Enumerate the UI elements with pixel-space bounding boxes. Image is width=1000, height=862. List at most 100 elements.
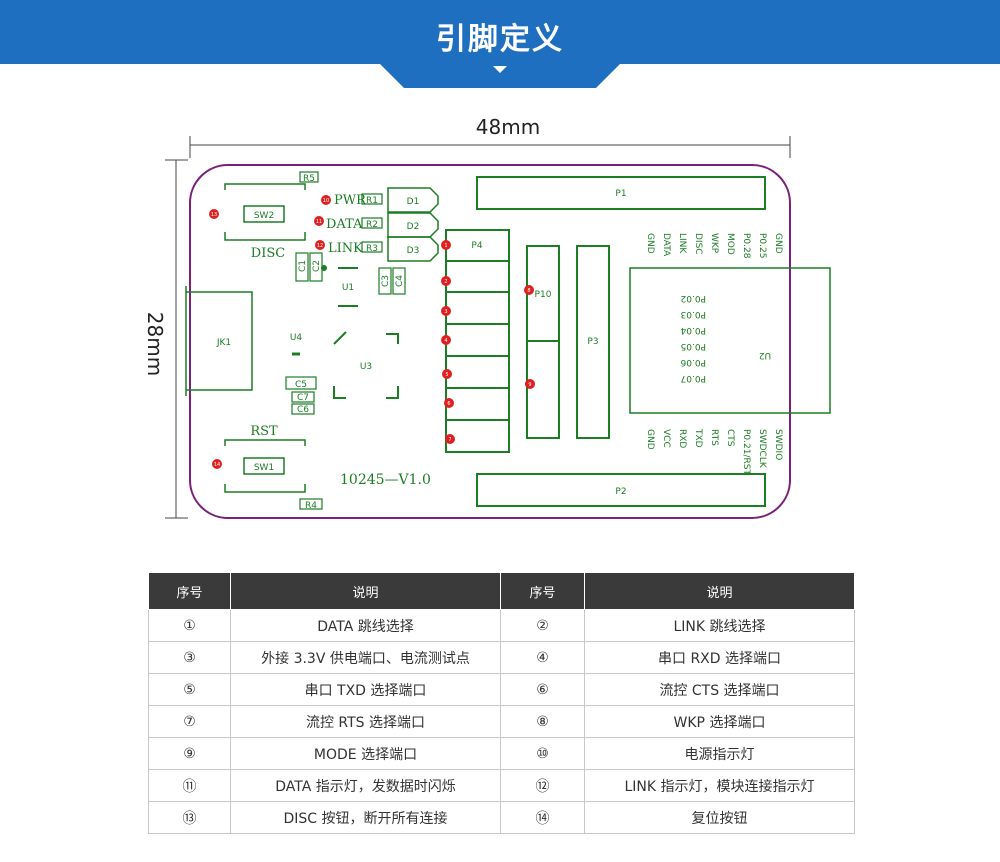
cell-index: ⑥ <box>500 673 585 706</box>
cell-desc: LINK 跳线选择 <box>584 609 855 642</box>
resistor-r2 <box>361 217 383 229</box>
cell-desc: 复位按钮 <box>584 801 855 834</box>
cell-desc: 串口 RXD 选择端口 <box>584 641 855 674</box>
cell-index: ② <box>500 609 585 642</box>
cell-desc: 串口 TXD 选择端口 <box>230 673 501 706</box>
bottom-pin-label: SWDCLK <box>757 429 767 469</box>
p4-label: P4 <box>471 241 482 251</box>
r3-label: R3 <box>366 244 378 254</box>
p10-label: P10 <box>535 290 552 300</box>
callout-marker <box>445 434 455 444</box>
callout-marker-number: 1 <box>444 243 447 249</box>
callout-marker-number: 11 <box>316 219 322 225</box>
header-index-2: 序号 <box>500 572 585 610</box>
callout-marker-number: 7 <box>448 437 451 443</box>
callout-marker <box>441 306 451 316</box>
chip-u1 <box>338 267 358 307</box>
u2-label: U2 <box>759 350 771 360</box>
table-row: ③ 外接 3.3V 供电端口、电流测试点 ④ 串口 RXD 选择端口 <box>148 641 855 674</box>
table-row: ⑬ DISC 按钮，断开所有连接 ⑭ 复位按钮 <box>148 801 855 834</box>
cell-desc: 外接 3.3V 供电端口、电流测试点 <box>230 641 501 674</box>
jack-jk1 <box>185 286 253 396</box>
rst-label: RST <box>250 424 278 439</box>
cell-index: ⑧ <box>500 705 585 738</box>
capacitor-c4 <box>392 267 406 295</box>
pin-definition-table: 序号 说明 序号 说明 ① DATA 跳线选择 ② LINK 跳线选择 ③ 外接… <box>148 572 855 834</box>
bottom-pin-label: SWDIO <box>773 429 783 460</box>
bottom-pin-label: RTS <box>709 429 719 446</box>
pwr-label: PWR <box>334 193 367 208</box>
callout-marker <box>524 285 534 295</box>
callout-marker-number: 12 <box>317 243 323 249</box>
dot-mark <box>321 265 327 271</box>
cell-index: ⑬ <box>148 801 231 834</box>
cell-desc: LINK 指示灯，模块连接指示灯 <box>584 769 855 802</box>
jk1-label: JK1 <box>216 338 231 348</box>
disc-label: DISC <box>251 246 285 261</box>
p1-label: P1 <box>615 189 626 199</box>
top-pin-label: GND <box>773 233 783 254</box>
cell-desc: 流控 RTS 选择端口 <box>230 705 501 738</box>
width-label: 48mm <box>476 115 540 139</box>
header-banner-tab <box>380 64 620 88</box>
board-outline <box>189 164 791 519</box>
height-label: 28mm <box>143 312 167 376</box>
callout-marker <box>315 240 325 250</box>
header-index-1: 序号 <box>148 572 231 610</box>
switch-sw1 <box>224 439 306 493</box>
callout-marker <box>209 209 219 219</box>
callout-marker <box>444 398 454 408</box>
callout-marker-number: 6 <box>447 401 450 407</box>
header-desc-1: 说明 <box>230 572 501 610</box>
width-dimension: 48mm <box>189 115 791 158</box>
cell-index: ⑤ <box>148 673 231 706</box>
u1-label: U1 <box>342 283 354 293</box>
top-pin-label: DATA <box>661 233 671 257</box>
top-pin-label: DISC <box>693 233 703 255</box>
callout-marker <box>525 379 535 389</box>
r1-label: R1 <box>366 196 378 206</box>
module-u2 <box>629 267 831 414</box>
callout-marker-number: 14 <box>214 462 220 468</box>
r2-label: R2 <box>366 220 378 230</box>
resistor-r4 <box>299 498 323 510</box>
capacitor-c3 <box>378 267 392 295</box>
d1-label: D1 <box>407 197 420 207</box>
callout-marker <box>442 369 452 379</box>
callout-marker-number: 2 <box>444 279 447 285</box>
u2-pin-label: P0.03 <box>681 309 706 319</box>
u2-pin-label: P0.02 <box>681 293 706 303</box>
header-p2 <box>476 473 766 507</box>
table-row: ⑦ 流控 RTS 选择端口 ⑧ WKP 选择端口 <box>148 705 855 738</box>
cell-index: ⑨ <box>148 737 231 770</box>
c2-label: C2 <box>312 260 322 272</box>
led-d3 <box>387 236 439 262</box>
callout-marker-number: 4 <box>444 338 447 344</box>
capacitor-c7 <box>291 391 315 403</box>
r4-label: R4 <box>305 501 317 511</box>
table-row: ⑨ MODE 选择端口 ⑩ 电源指示灯 <box>148 737 855 770</box>
callout-marker-number: 13 <box>211 212 217 218</box>
c7-label: C7 <box>297 393 309 403</box>
p3-label: P3 <box>587 337 598 347</box>
top-pin-label: WKP <box>709 233 719 254</box>
callout-marker-number: 9 <box>528 382 531 388</box>
callout-marker-number: 8 <box>527 288 530 294</box>
cell-desc: 电源指示灯 <box>584 737 855 770</box>
sw1-label: SW1 <box>254 463 274 473</box>
p2-label: P2 <box>615 487 626 497</box>
callout-marker <box>441 240 451 250</box>
header-desc-2: 说明 <box>584 572 855 610</box>
cell-desc: DATA 指示灯，发数据时闪烁 <box>230 769 501 802</box>
cell-index: ⑩ <box>500 737 585 770</box>
callout-marker-number: 5 <box>445 372 448 378</box>
chip-u3 <box>333 331 399 399</box>
version-label: 10245—V1.0 <box>340 472 431 488</box>
capacitor-c1 <box>295 252 309 282</box>
c5-label: C5 <box>295 380 307 390</box>
c6-label: C6 <box>297 405 309 415</box>
d3-label: D3 <box>407 246 420 256</box>
header-p3 <box>576 245 610 439</box>
page-title: 引脚定义 <box>436 22 564 57</box>
